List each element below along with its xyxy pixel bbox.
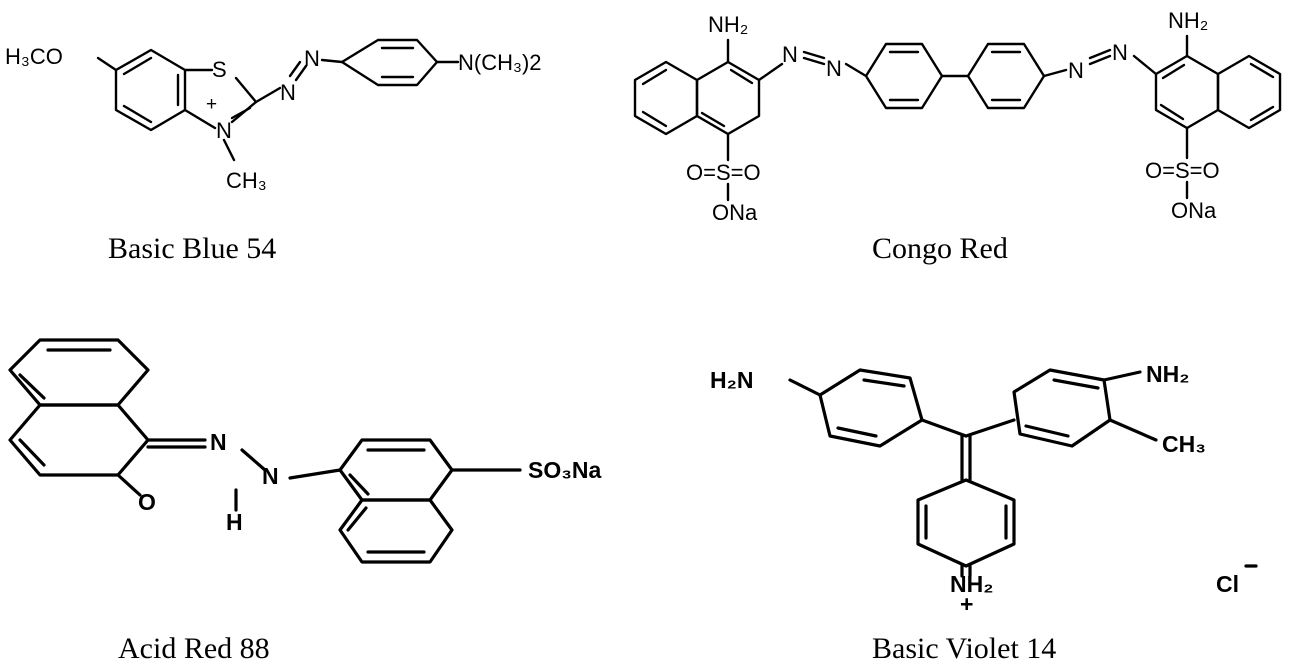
congo-azo-left-n1-label: N [782,42,798,67]
congo-red-caption: Congo Red [872,232,1008,265]
acid-red-n1-label: N [210,429,227,455]
sulfur-label: S [212,57,227,82]
congo-sulfonyl-left-label: O=S=O [686,160,761,185]
congo-azo-left-n2-label: N [826,56,842,81]
n-methyl-label: CH₃ [226,168,267,193]
charge-plus-label: + [206,94,217,115]
acid-red-88-caption: Acid Red 88 [118,632,270,664]
acid-red-oxygen-label: O [138,489,156,515]
acid-red-hydrogen-label: H [226,509,243,535]
dimethylamino-label: N(CH₃)2 [458,50,542,75]
violet-iminium-label: NH₂ [950,571,993,597]
congo-azo-right-n1-label: N [1068,58,1084,83]
violet-methyl-label: CH₃ [1162,431,1206,457]
congo-azo-right-n2-label: N [1112,40,1128,65]
congo-sodium-oxy-right-label: ONa [1171,198,1217,223]
basic-violet-14-caption: Basic Violet 14 [872,632,1056,664]
acid-red-88-structure: O N N H SO₃Na Acid Red 88 [8,338,601,664]
violet-amino-left-label: H₂N [710,367,753,393]
basic-violet-14-structure: H₂N NH₂ CH₃ NH₂ + Cl Basic Violet 14 [710,361,1258,664]
violet-charge-plus-label: + [960,591,973,617]
congo-amino-left-label: NH₂ [708,12,748,37]
acid-red-n2-label: N [262,463,279,489]
azo-nitrogen-1-label: N [280,80,296,105]
congo-red-structure: NH₂ NH₂ N N N N O=S=O ONa O=S=O ONa Cong… [633,8,1282,265]
ring-nitrogen-label: N [216,118,232,143]
violet-amino-right-label: NH₂ [1146,361,1189,387]
basic-blue-54-structure: H₃CO S + N CH₃ N N N(CH₃)2 Basic Blue 54 [5,38,542,265]
methoxy-label: H₃CO [5,44,63,69]
congo-amino-right-label: NH₂ [1168,8,1208,33]
violet-chloride-label: Cl [1216,571,1239,597]
azo-nitrogen-2-label: N [304,46,320,71]
acid-red-sulfonate-label: SO₃Na [528,457,601,483]
basic-blue-54-caption: Basic Blue 54 [108,232,276,265]
congo-sodium-oxy-left-label: ONa [712,200,758,225]
congo-sulfonyl-right-label: O=S=O [1145,158,1220,183]
